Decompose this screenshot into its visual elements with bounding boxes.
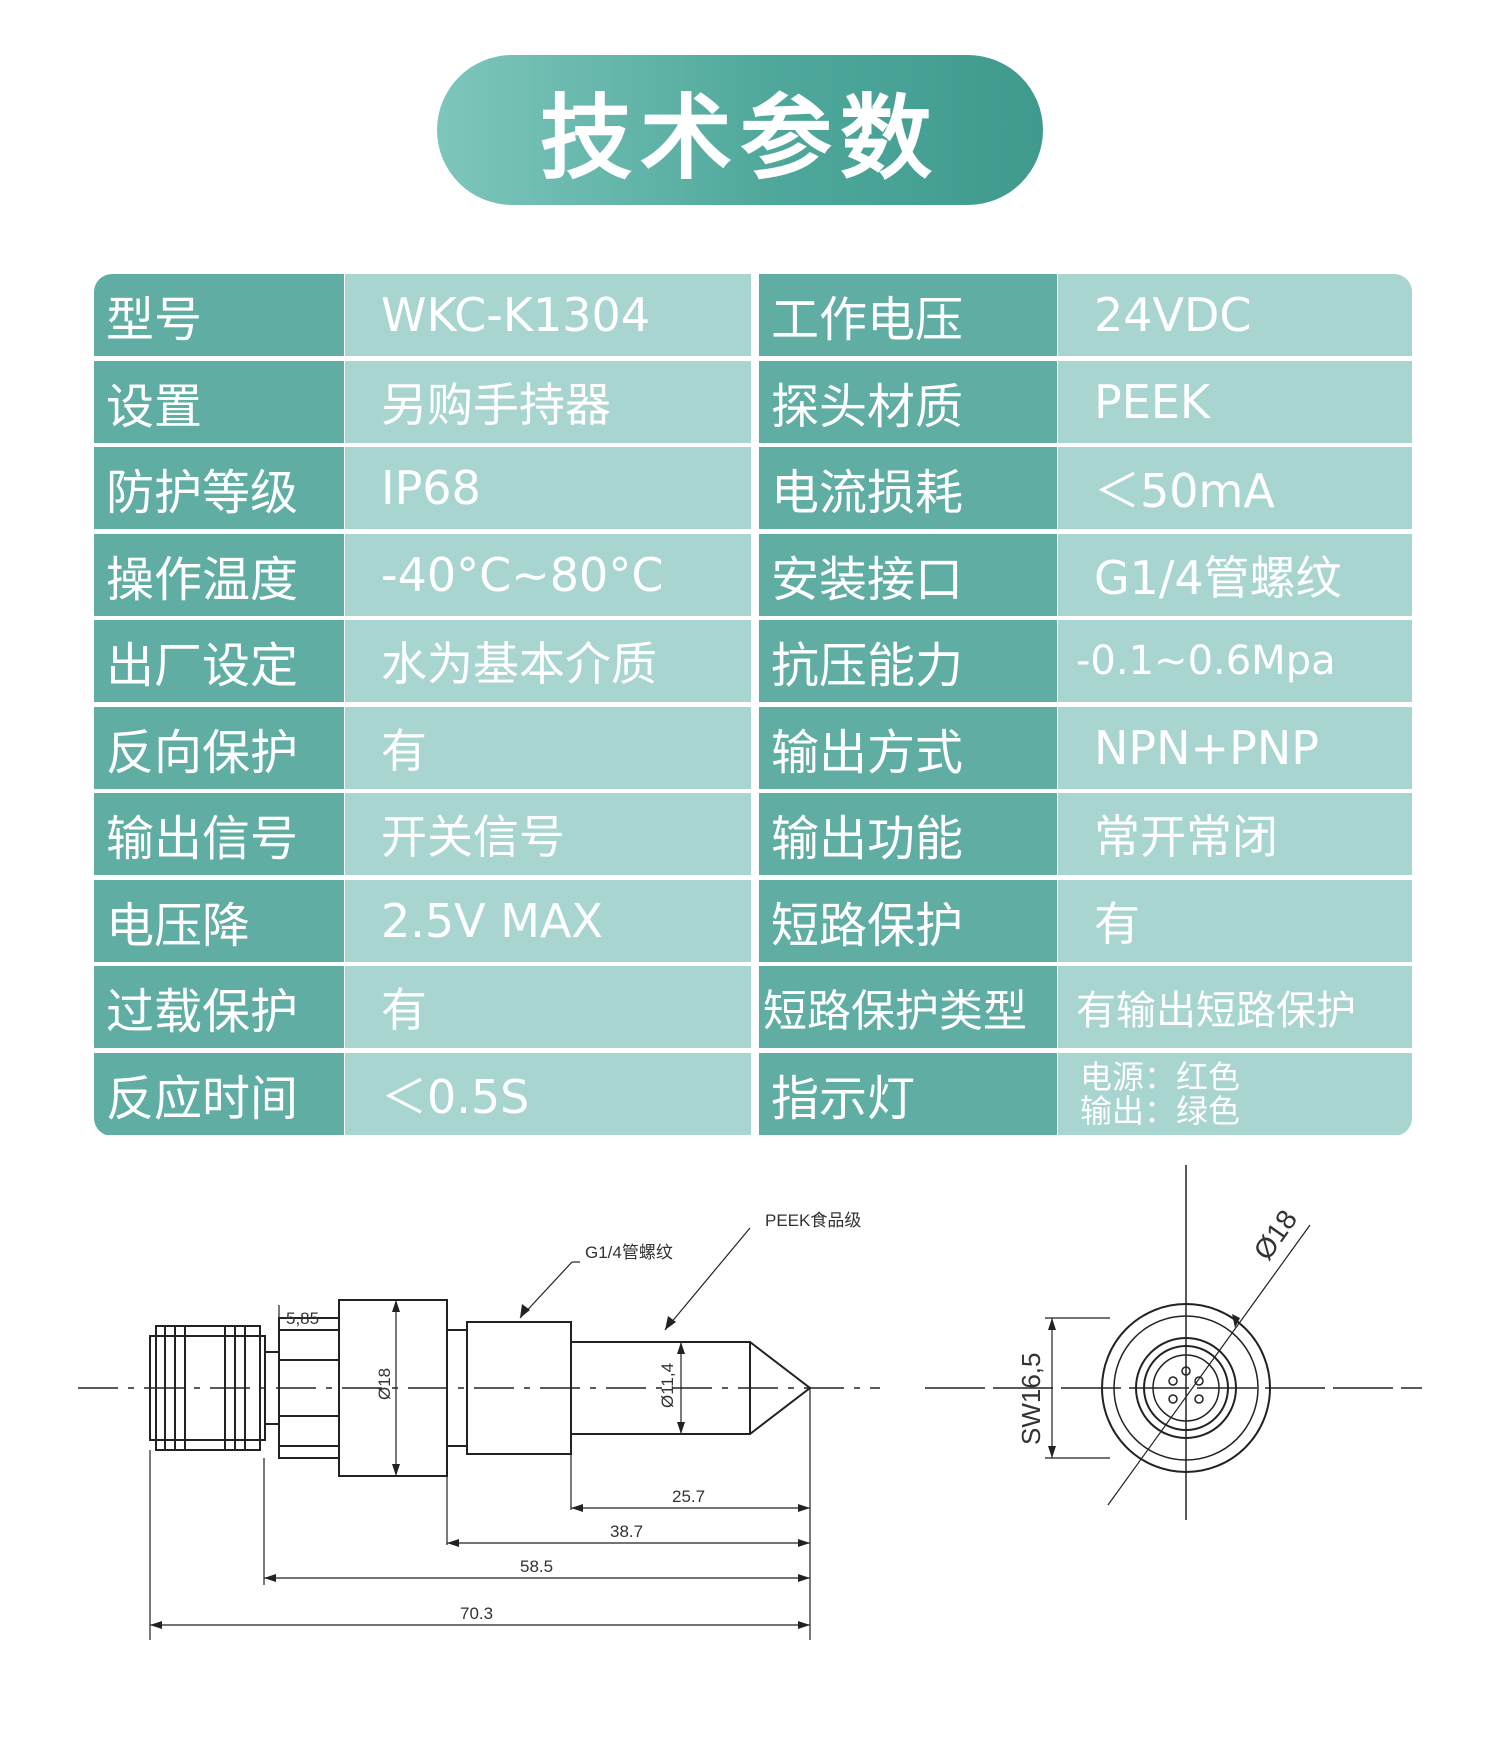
spec-value: 有 xyxy=(345,707,751,789)
spec-value: ＜50mA xyxy=(1058,447,1412,529)
title-banner: 技术参数 xyxy=(437,55,1043,205)
spec-value: -40°C~80°C xyxy=(345,534,751,616)
dim-d18-side: Ø18 xyxy=(375,1368,394,1400)
dim-5-85: 5,85 xyxy=(286,1309,319,1328)
table-row: 电压降 2.5V MAX 短路保护 有 xyxy=(94,880,1412,962)
spec-label: 电压降 xyxy=(94,880,344,962)
spec-label: 指示灯 xyxy=(759,1053,1057,1135)
indicator-output: 输出：绿色 xyxy=(1080,1092,1241,1130)
spec-table: 型号 WKC-K1304 工作电压 24VDC 设置 另购手持器 探头材质 PE… xyxy=(94,274,1412,1136)
dim-sw16-5: SW16,5 xyxy=(1016,1353,1046,1446)
spec-label: 电流损耗 xyxy=(759,447,1057,529)
spec-value: G1/4管螺纹 xyxy=(1058,534,1412,616)
spec-value: 有 xyxy=(1058,880,1412,962)
spec-value: 水为基本介质 xyxy=(345,620,751,702)
spec-value: 有 xyxy=(345,966,751,1048)
dim-25-7: 25.7 xyxy=(672,1487,705,1506)
spec-label: 设置 xyxy=(94,361,344,443)
dim-d11-4: Ø11,4 xyxy=(658,1363,677,1408)
spec-label: 反应时间 xyxy=(94,1053,344,1135)
spec-value: 24VDC xyxy=(1058,274,1412,356)
table-row: 防护等级 IP68 电流损耗 ＜50mA xyxy=(94,447,1412,529)
indicator-value: 电源：红色 输出：绿色 xyxy=(1058,1053,1412,1135)
spec-value: 2.5V MAX xyxy=(345,880,751,962)
dim-70-3: 70.3 xyxy=(460,1604,493,1623)
table-row: 反应时间 ＜0.5S 指示灯 电源：红色 输出：绿色 xyxy=(94,1053,1412,1135)
spec-label: 出厂设定 xyxy=(94,620,344,702)
table-row: 操作温度 -40°C~80°C 安装接口 G1/4管螺纹 xyxy=(94,534,1412,616)
callout-thread: G1/4管螺纹 xyxy=(585,1243,673,1262)
spec-value: PEEK xyxy=(1058,361,1412,443)
spec-value: NPN+PNP xyxy=(1058,707,1412,789)
dim-d18-end: Ø18 xyxy=(1248,1204,1304,1265)
spec-label: 工作电压 xyxy=(759,274,1057,356)
page-title: 技术参数 xyxy=(539,84,940,192)
table-row: 出厂设定 水为基本介质 抗压能力 -0.1~0.6Mpa xyxy=(94,620,1412,702)
spec-label: 安装接口 xyxy=(759,534,1057,616)
spec-label: 反向保护 xyxy=(94,707,344,789)
table-row: 输出信号 开关信号 输出功能 常开常闭 xyxy=(94,793,1412,875)
spec-value: IP68 xyxy=(345,447,751,529)
spec-label: 输出功能 xyxy=(759,793,1057,875)
spec-value: 另购手持器 xyxy=(345,361,751,443)
spec-label: 抗压能力 xyxy=(759,620,1057,702)
table-row: 过载保护 有 短路保护类型 有输出短路保护 xyxy=(94,966,1412,1048)
spec-label: 输出信号 xyxy=(94,793,344,875)
spec-value: WKC-K1304 xyxy=(345,274,751,356)
dim-58-5: 58.5 xyxy=(520,1557,553,1576)
spec-label: 过载保护 xyxy=(94,966,344,1048)
indicator-power: 电源：红色 xyxy=(1080,1058,1241,1096)
spec-label: 防护等级 xyxy=(94,447,344,529)
table-row: 反向保护 有 输出方式 NPN+PNP xyxy=(94,707,1412,789)
callout-material: PEEK食品级 xyxy=(765,1211,861,1230)
spec-label: 短路保护类型 xyxy=(759,966,1057,1048)
table-row: 型号 WKC-K1304 工作电压 24VDC xyxy=(94,274,1412,356)
spec-label: 探头材质 xyxy=(759,361,1057,443)
table-row: 设置 另购手持器 探头材质 PEEK xyxy=(94,361,1412,443)
dim-38-7: 38.7 xyxy=(610,1522,643,1541)
spec-label: 操作温度 xyxy=(94,534,344,616)
spec-value: 常开常闭 xyxy=(1058,793,1412,875)
spec-value: -0.1~0.6Mpa xyxy=(1058,620,1412,702)
spec-label: 短路保护 xyxy=(759,880,1057,962)
spec-label: 输出方式 xyxy=(759,707,1057,789)
spec-value: ＜0.5S xyxy=(345,1053,751,1135)
spec-label: 型号 xyxy=(94,274,344,356)
spec-value: 开关信号 xyxy=(345,793,751,875)
spec-value: 有输出短路保护 xyxy=(1058,966,1412,1048)
dimension-drawing: G1/4管螺纹 PEEK食品级 5,85 Ø18 Ø11,4 25.7 38.7… xyxy=(78,1165,1422,1640)
